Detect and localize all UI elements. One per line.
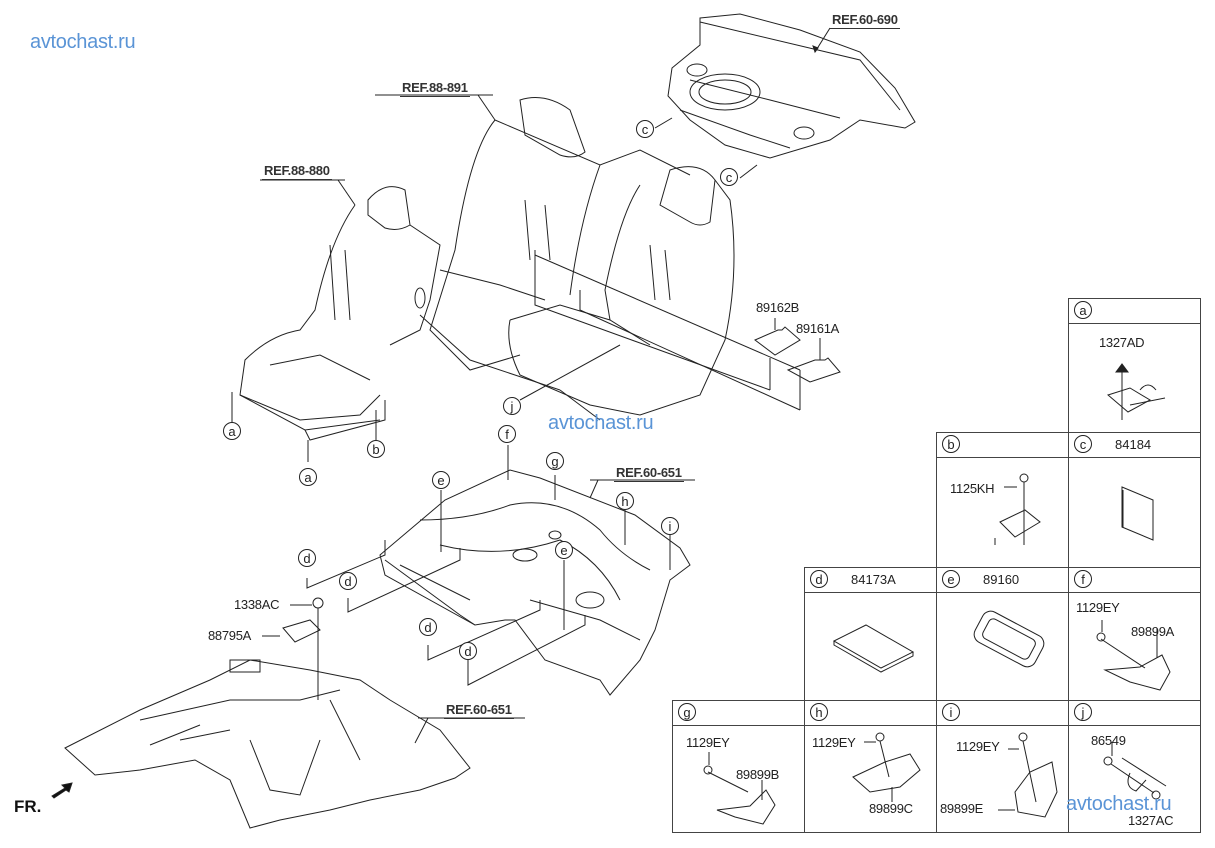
front-floor-panel-drawing	[64, 659, 471, 829]
detail-letter-a: a	[1074, 301, 1092, 319]
part-number-89161A[interactable]: 89161A	[796, 321, 840, 336]
part-number-84173A[interactable]: 84173A	[851, 572, 896, 587]
detail-letter-f: f	[1074, 570, 1092, 588]
detail-cell-header: a	[1069, 299, 1200, 324]
detail-cell-header: d 84173A	[805, 568, 936, 593]
part-number-89162B[interactable]: 89162B	[756, 300, 800, 315]
ref-label-60-651-lower[interactable]: REF.60-651	[444, 702, 514, 719]
detail-letter-j: j	[1074, 703, 1092, 721]
detail-cell-header: j	[1069, 701, 1200, 726]
watermark: avtochast.ru	[1066, 793, 1172, 815]
callout-j[interactable]: j	[503, 397, 521, 415]
rear-package-tray-drawing	[667, 13, 916, 159]
part-number-1327AD[interactable]: 1327AD	[1099, 335, 1145, 350]
ref-label-88-891[interactable]: REF.88-891	[400, 80, 470, 97]
part-number-1327AC[interactable]: 1327AC	[1128, 813, 1174, 828]
part-number-89899B[interactable]: 89899B	[736, 767, 780, 782]
front-arrow-icon	[51, 782, 73, 799]
detail-cell-g: g 1129EY 89899B	[672, 700, 805, 833]
detail-cell-header: i	[937, 701, 1068, 726]
ref-label-60-690[interactable]: REF.60-690	[830, 12, 900, 29]
part-number-86549[interactable]: 86549	[1091, 733, 1126, 748]
callout-c[interactable]: c	[720, 168, 738, 186]
part-number-88795A[interactable]: 88795A	[208, 628, 252, 643]
callout-i[interactable]: i	[661, 517, 679, 535]
detail-letter-b: b	[942, 435, 960, 453]
detail-cell-a: a 1327AD	[1068, 298, 1201, 433]
part-number-1338AC[interactable]: 1338AC	[234, 597, 280, 612]
front-direction-label: FR.	[14, 797, 42, 816]
sensor-drawing	[282, 619, 321, 643]
part-number-1129EY[interactable]: 1129EY	[686, 735, 730, 750]
detail-letter-e: e	[942, 570, 960, 588]
callout-b[interactable]: b	[367, 440, 385, 458]
callout-e[interactable]: e	[555, 541, 573, 559]
callout-d[interactable]: d	[459, 642, 477, 660]
detail-cell-header: b	[937, 433, 1068, 458]
detail-letter-i: i	[942, 703, 960, 721]
watermark: avtochast.ru	[30, 31, 136, 53]
watermark: avtochast.ru	[548, 412, 654, 434]
callout-d[interactable]: d	[339, 572, 357, 590]
part-number-89160[interactable]: 89160	[983, 572, 1020, 587]
detail-letter-h: h	[810, 703, 828, 721]
detail-cell-header: c 84184	[1069, 433, 1200, 458]
part-number-89899A[interactable]: 89899A	[1131, 624, 1175, 639]
callout-d[interactable]: d	[419, 618, 437, 636]
detail-cell-f: f 1129EY 89899A	[1068, 567, 1201, 701]
callout-a[interactable]: a	[299, 468, 317, 486]
callout-g[interactable]: g	[546, 452, 564, 470]
ref-label-60-651-upper[interactable]: REF.60-651	[614, 465, 684, 482]
detail-cell-header: f	[1069, 568, 1200, 593]
part-number-1129EY[interactable]: 1129EY	[1076, 600, 1120, 615]
detail-cell-h: h 1129EY 89899C	[804, 700, 937, 833]
detail-cell-d: d 84173A	[804, 567, 937, 701]
detail-cell-header: e 89160	[937, 568, 1068, 593]
part-number-1129EY[interactable]: 1129EY	[956, 739, 1000, 754]
detail-cell-header: g	[673, 701, 804, 726]
part-number-89899C[interactable]: 89899C	[869, 801, 913, 816]
callout-c[interactable]: c	[636, 120, 654, 138]
rear-floor-panel-drawing	[379, 469, 691, 696]
callout-e[interactable]: e	[432, 471, 450, 489]
callout-h[interactable]: h	[616, 492, 634, 510]
part-number-1125KH[interactable]: 1125KH	[950, 481, 995, 496]
callout-a[interactable]: a	[223, 422, 241, 440]
part-number-89899E[interactable]: 89899E	[940, 801, 984, 816]
ref-label-88-880[interactable]: REF.88-880	[262, 163, 332, 180]
detail-letter-g: g	[678, 703, 696, 721]
callout-f[interactable]: f	[498, 425, 516, 443]
part-number-1129EY[interactable]: 1129EY	[812, 735, 856, 750]
rear-seat-drawing	[419, 97, 735, 421]
part-number-84184[interactable]: 84184	[1115, 437, 1152, 452]
callout-d[interactable]: d	[298, 549, 316, 567]
detail-letter-d: d	[810, 570, 828, 588]
detail-cell-i: i 1129EY 89899E	[936, 700, 1069, 833]
detail-cell-header: h	[805, 701, 936, 726]
detail-letter-c: c	[1074, 435, 1092, 453]
detail-cell-b: b 1125KH	[936, 432, 1069, 568]
front-seat-drawing	[239, 186, 441, 441]
detail-cell-e: e 89160	[936, 567, 1069, 701]
detail-cell-c: c 84184	[1068, 432, 1201, 568]
